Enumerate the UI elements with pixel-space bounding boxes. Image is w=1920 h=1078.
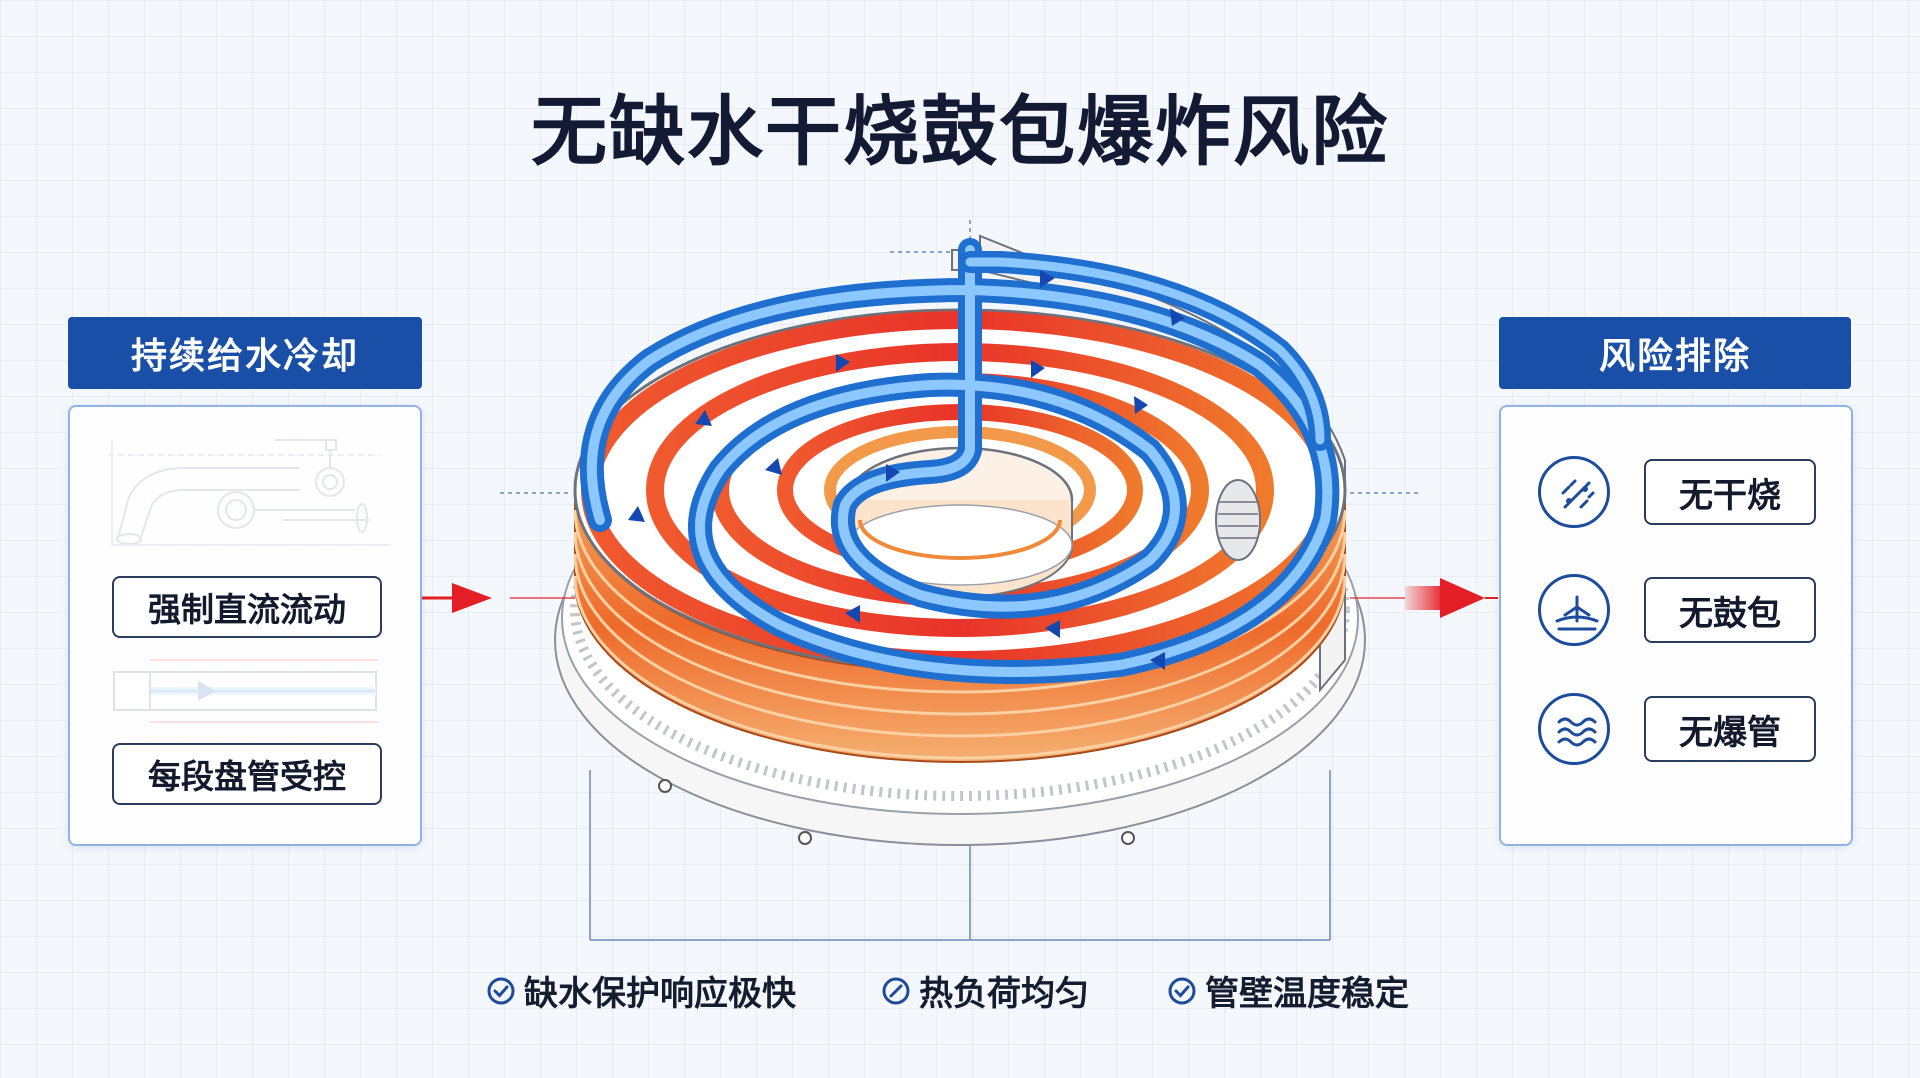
wave-lines-icon xyxy=(1538,693,1610,765)
page-title: 无缺水干烧鼓包爆炸风险 xyxy=(531,87,1389,176)
spark-diagonal-icon xyxy=(1538,456,1610,528)
no-tube-burst-label: 无爆管 xyxy=(1644,696,1816,762)
feature-label: 管壁温度稳定 xyxy=(1205,974,1409,1014)
flow-in-arrow xyxy=(420,583,575,613)
coil-side-wall xyxy=(573,489,1347,763)
feature-label: 缺水保护响应极快 xyxy=(524,974,796,1014)
risk-item-no-dry-burn: 无干烧 xyxy=(1538,456,1818,528)
bulge-dish-icon xyxy=(1538,574,1610,646)
coil-pipe-end xyxy=(1215,479,1261,561)
forced-flow-label: 强制直流流动 xyxy=(112,576,382,638)
feature-stable-wall-temp: 管壁温度稳定 xyxy=(1167,966,1409,1015)
guide-lines xyxy=(500,220,1420,941)
flow-out-arrow xyxy=(1350,578,1498,618)
coil-control-label: 每段盘管受控 xyxy=(112,743,382,805)
no-dry-burn-label: 无干烧 xyxy=(1644,459,1816,525)
check-circle-icon xyxy=(487,977,515,1004)
feature-even-heat-load: 热负荷均匀 xyxy=(881,966,1089,1015)
check-circle-icon xyxy=(1168,977,1196,1004)
feature-label: 热负荷均匀 xyxy=(919,974,1089,1014)
right-panel-header: 风险排除 xyxy=(1499,317,1851,389)
flow-arrows xyxy=(628,270,1185,670)
risk-item-no-bulge: 无鼓包 xyxy=(1538,574,1818,646)
feature-fast-protection: 缺水保护响应极快 xyxy=(486,966,796,1015)
no-bulge-label: 无鼓包 xyxy=(1644,577,1816,643)
water-flow-spiral xyxy=(579,238,1340,684)
check-circle-icon xyxy=(882,977,910,1004)
left-panel-header: 持续给水冷却 xyxy=(68,317,422,389)
risk-item-no-tube-burst: 无爆管 xyxy=(1538,693,1818,765)
